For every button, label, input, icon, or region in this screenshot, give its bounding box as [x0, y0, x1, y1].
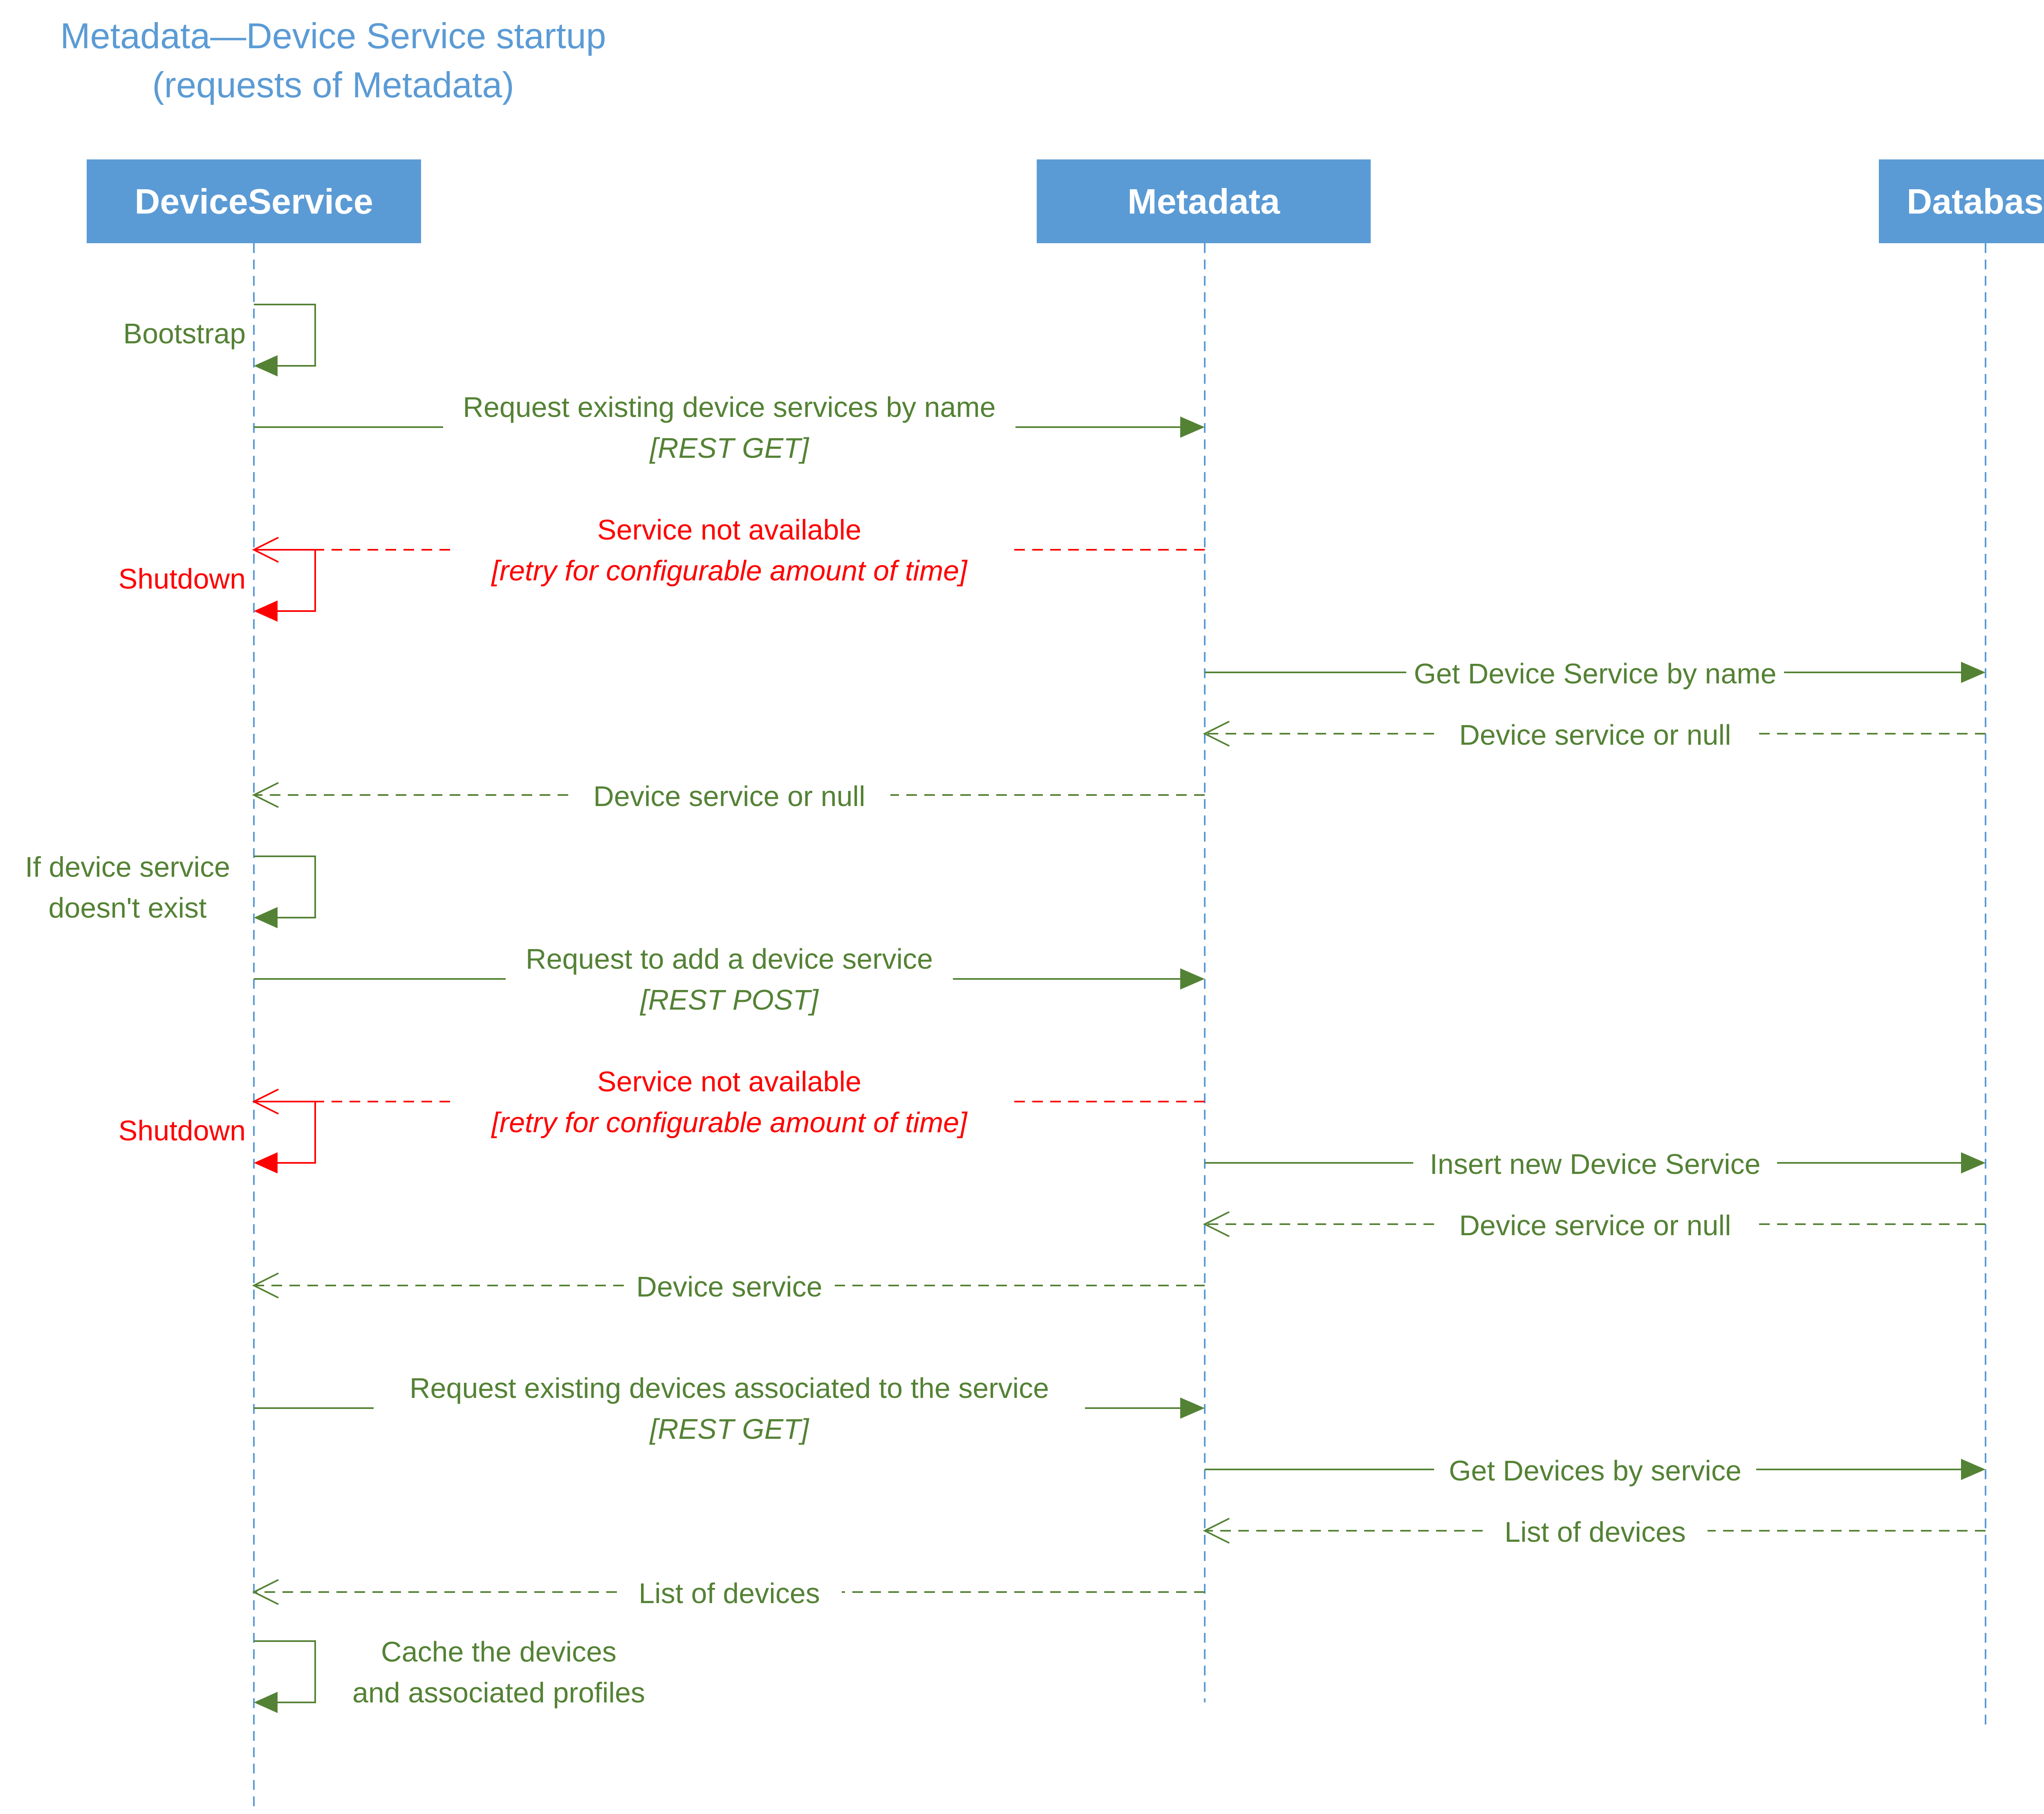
message-self-4: Shutdown [119, 549, 316, 622]
message-label: List of devices [639, 1577, 820, 1609]
arrowhead [1961, 662, 1986, 683]
message-return-14: Device service [252, 1271, 1205, 1303]
participant-headers: DeviceService Metadata Database [87, 159, 2044, 243]
message-label: Cache the devices [381, 1636, 616, 1668]
message-label: Device service or null [1459, 719, 1731, 751]
arrowhead [254, 600, 278, 622]
message-label: Insert new Device Service [1430, 1148, 1760, 1180]
lifelines [253, 243, 1986, 1807]
message-label: Get Devices by service [1449, 1455, 1741, 1487]
diagram-title: Metadata—Device Service startup [60, 16, 606, 56]
message-return-18: List of devices [252, 1577, 1205, 1609]
message-label: Shutdown [119, 1115, 246, 1147]
message-label: [retry for configurable amount of time] [491, 1106, 968, 1138]
message-label: Device service [636, 1271, 822, 1303]
message-label: [retry for configurable amount of time] [491, 555, 968, 587]
message-sync-9: Request to add a device service [REST POS… [254, 943, 1205, 1016]
message-sync-12: Insert new Device Service [1205, 1148, 1986, 1180]
message-label: [REST GET] [649, 432, 809, 464]
message-label: Service not available [597, 514, 861, 546]
message-label: and associated profiles [352, 1677, 645, 1709]
message-label: Request to add a device service [526, 943, 933, 975]
arrowhead [1180, 968, 1205, 990]
open-arrowhead [252, 1579, 279, 1605]
self-loop-line [254, 549, 316, 612]
message-label: List of devices [1504, 1516, 1686, 1548]
participant-label-metadata: Metadata [1127, 182, 1280, 222]
message-label: Service not available [597, 1066, 861, 1097]
message-sync-2: Request existing device services by name… [254, 391, 1205, 464]
message-self-8: If device service doesn't exist [25, 851, 316, 928]
arrowhead [254, 1152, 278, 1174]
open-arrowhead [1203, 1211, 1230, 1237]
message-label: Device service or null [1459, 1209, 1731, 1241]
message-return-13: Device service or null [1203, 1209, 1986, 1241]
self-loop-line [254, 855, 316, 918]
diagram-subtitle: (requests of Metadata) [152, 65, 514, 105]
participant-box-deviceservice [87, 159, 421, 243]
message-label: Shutdown [119, 563, 246, 595]
message-label: doesn't exist [49, 892, 207, 924]
arrowhead [1180, 417, 1205, 438]
arrowhead [254, 907, 278, 928]
message-return-7: Device service or null [252, 780, 1205, 812]
message-label: Get Device Service by name [1414, 658, 1776, 690]
participant-box-metadata [1037, 159, 1371, 243]
message-return-17: List of devices [1203, 1516, 1986, 1548]
self-loop-line [254, 304, 316, 367]
message-self-11: Shutdown [119, 1101, 316, 1174]
message-sync-15: Request existing devices associated to t… [254, 1372, 1205, 1445]
message-return-6: Device service or null [1203, 719, 1986, 751]
open-arrowhead [252, 1272, 279, 1299]
participant-label-deviceservice: DeviceService [134, 182, 373, 222]
message-label: Bootstrap [123, 318, 246, 349]
message-self-19: Cache the devices and associated profiles [254, 1636, 645, 1713]
arrowhead [1961, 1152, 1986, 1174]
message-label: Request existing device services by name [463, 391, 995, 423]
arrowhead [1961, 1459, 1986, 1480]
arrowhead [1180, 1397, 1205, 1419]
open-arrowhead [252, 782, 279, 808]
self-loop-line [254, 1101, 316, 1164]
message-sync-16: Get Devices by service [1205, 1455, 1986, 1487]
open-arrowhead [1203, 721, 1230, 747]
message-label: [REST POST] [639, 984, 819, 1016]
message-label: Device service or null [593, 780, 865, 812]
self-loop-line [254, 1640, 316, 1703]
message-self-1: Bootstrap [123, 304, 316, 376]
message-label: Request existing devices associated to t… [410, 1372, 1049, 1404]
open-arrowhead [1203, 1518, 1230, 1544]
arrowhead [254, 355, 278, 376]
message-return-10: Service not available [retry for configur… [252, 1066, 1205, 1138]
message-sync-5: Get Device Service by name [1205, 658, 1986, 690]
arrowhead [254, 1692, 278, 1713]
participant-label-database: Database [1907, 182, 2044, 222]
participant-box-database [1879, 159, 2044, 243]
message-label: [REST GET] [649, 1413, 809, 1445]
message-return-3: Service not available [retry for configur… [252, 514, 1205, 587]
message-label: If device service [25, 851, 230, 883]
